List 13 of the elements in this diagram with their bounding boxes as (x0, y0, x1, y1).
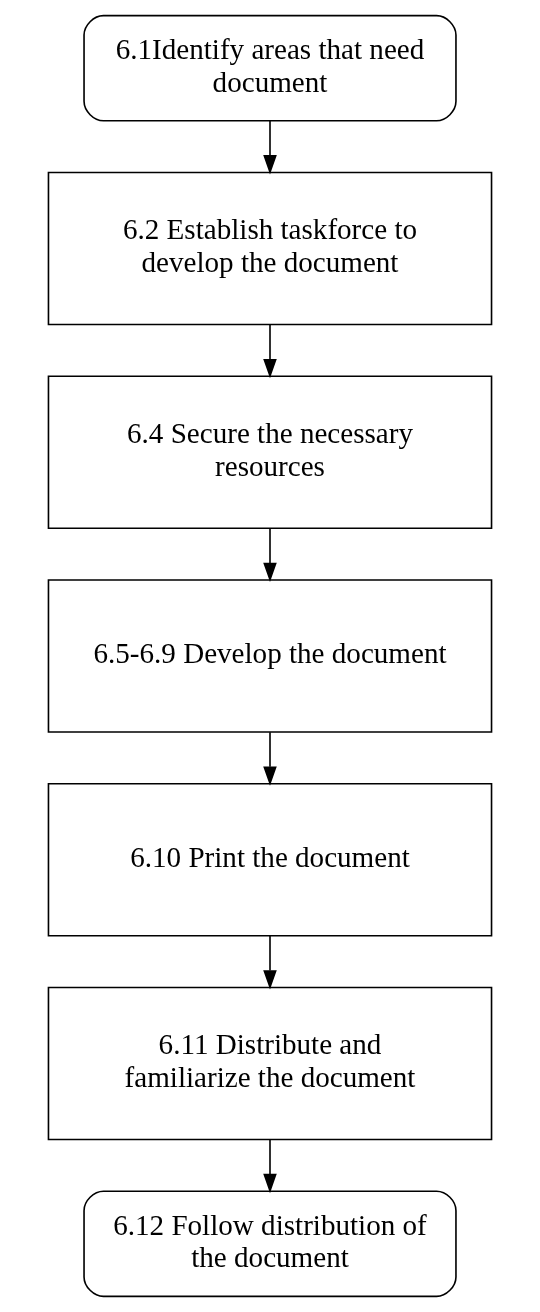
node-box: 6.12 Follow distribution of the document (83, 1190, 457, 1298)
node-box: 6.5-6.9 Develop the document (47, 579, 493, 733)
arrow (263, 324, 277, 379)
arrow (263, 731, 277, 786)
node-box: 6.1Identify areas that need document (83, 14, 457, 122)
node-box: 6.10 Print the document (47, 782, 493, 937)
node-box: 6.4 Secure the necessary resources (47, 375, 493, 530)
arrow (263, 527, 277, 583)
arrow (263, 935, 277, 990)
arrow (263, 120, 277, 175)
arrow (263, 1138, 277, 1194)
node-box: 6.11 Distribute and familiarize the document (47, 986, 493, 1141)
node-box: 6.2 Establish taskforce to develop the document (47, 171, 493, 326)
